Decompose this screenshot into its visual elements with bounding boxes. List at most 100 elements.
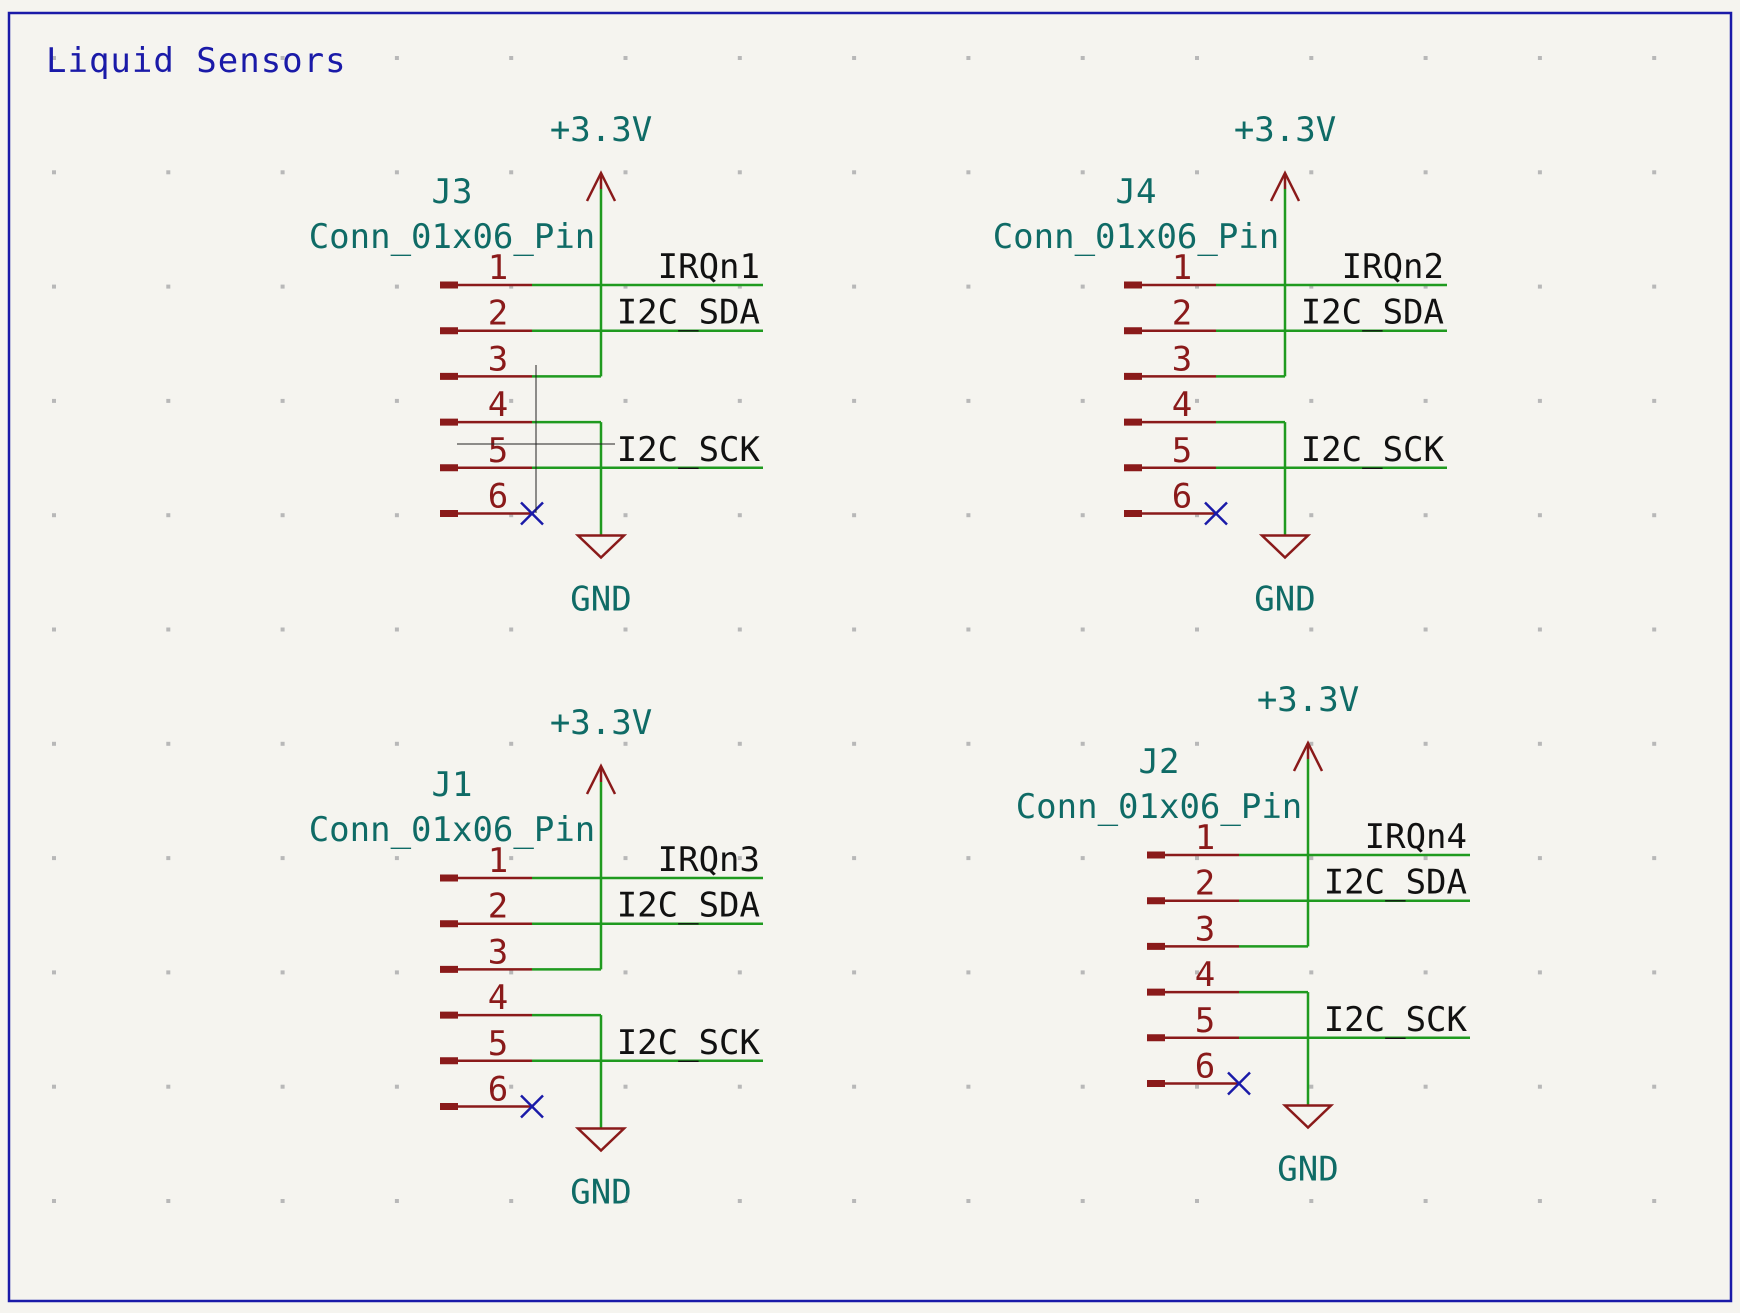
grid-dot (852, 513, 857, 518)
grid-dot (1423, 56, 1428, 60)
net-label-irq: IRQn1 (658, 247, 760, 287)
grid-dot (623, 1199, 628, 1203)
grid-dot (1080, 741, 1085, 746)
grid-dot (852, 284, 857, 289)
grid-dot (394, 398, 399, 403)
grid-dot (1080, 970, 1085, 975)
ground-label: GND (570, 580, 631, 620)
grid-dot (52, 513, 56, 518)
grid-dot (280, 398, 285, 403)
grid-dot (852, 856, 857, 861)
grid-dot (509, 1199, 514, 1203)
grid-dot (966, 1199, 971, 1203)
grid-dot (166, 970, 171, 975)
grid-dot (394, 1199, 399, 1203)
grid-dot (1309, 1084, 1314, 1089)
pin-number: 4 (1172, 385, 1192, 425)
grid-dot (280, 284, 285, 289)
grid-dot (509, 398, 514, 403)
grid-dot (737, 970, 742, 975)
grid-dot (737, 513, 742, 518)
grid-dot (509, 513, 514, 518)
grid-dot (166, 741, 171, 746)
pin-number: 3 (1195, 909, 1215, 949)
grid-dot (1652, 1084, 1657, 1089)
grid-dot (394, 1084, 399, 1089)
grid-dot (1309, 284, 1314, 289)
grid-dot (1652, 170, 1657, 175)
grid-dot (280, 56, 285, 60)
net-label-sck: I2C_SCK (617, 1023, 761, 1063)
ground-icon (574, 1127, 628, 1153)
grid-dot (1195, 856, 1199, 861)
pin-number: 4 (488, 978, 508, 1018)
grid-dot (394, 627, 399, 632)
grid-dot (1537, 1199, 1542, 1203)
grid-dot (52, 741, 56, 746)
connector-value: Conn_01x06_Pin (309, 217, 596, 257)
grid-dot (623, 856, 628, 861)
grid-dot (1080, 56, 1085, 60)
grid-dot (1652, 284, 1657, 289)
net-label-sda: I2C_SDA (1301, 293, 1444, 333)
grid-dot (509, 170, 514, 175)
grid-dot (852, 970, 857, 975)
power-label: +3.3V (550, 703, 652, 743)
grid-dot (280, 856, 285, 861)
ground-label: GND (1277, 1150, 1338, 1190)
grid-dot (52, 970, 56, 975)
connector-ref: J1 (432, 765, 473, 805)
grid-dot (1423, 970, 1428, 975)
connector-ref: J3 (432, 172, 473, 212)
grid-dot (1423, 627, 1428, 632)
pin-number: 4 (1195, 955, 1215, 995)
grid-dot (1309, 970, 1314, 975)
grid-dot (1652, 513, 1657, 518)
grid-dot (623, 627, 628, 632)
pin-number: 3 (488, 339, 508, 379)
grid-dot (623, 56, 628, 60)
grid-dot (1309, 627, 1314, 632)
connector-blocks: J3Conn_01x06_Pin123456+3.3VGNDIRQn1I2C_S… (309, 110, 1470, 1213)
grid-dot (509, 56, 514, 60)
no-connect-icon (1204, 501, 1228, 526)
grid-dot (52, 170, 56, 175)
ground-icon (1258, 534, 1312, 560)
grid-dot (1423, 1199, 1428, 1203)
grid-dot (394, 284, 399, 289)
grid-dot (966, 284, 971, 289)
grid-dot (166, 56, 171, 60)
sheet-title: Liquid Sensors (46, 41, 347, 81)
grid-dot (1537, 1084, 1542, 1089)
grid-dot (280, 1084, 285, 1089)
net-label-sda: I2C_SDA (617, 886, 760, 926)
grid-dot (737, 170, 742, 175)
grid-dot (394, 170, 399, 175)
grid-dot (966, 513, 971, 518)
pin-number: 6 (488, 477, 508, 517)
net-label-irq: IRQn4 (1365, 817, 1467, 857)
grid-dot (1423, 1084, 1428, 1089)
no-connect-icon (520, 501, 544, 526)
pin-number: 6 (1172, 477, 1192, 517)
grid-dot (623, 284, 628, 289)
pin-number: 6 (1195, 1047, 1215, 1087)
grid-dot (52, 56, 56, 60)
grid-dot (52, 398, 56, 403)
grid-dot (852, 56, 857, 60)
grid-dot (394, 741, 399, 746)
grid-dot (1423, 856, 1428, 861)
grid-dot (623, 513, 628, 518)
grid-dot (166, 284, 171, 289)
grid-dot (1080, 627, 1085, 632)
grid-dot (737, 1084, 742, 1089)
grid-dot (52, 856, 56, 861)
grid-dot (1309, 398, 1314, 403)
grid-dot (394, 970, 399, 975)
grid-dot (1080, 856, 1085, 861)
grid-dot (166, 856, 171, 861)
grid-dot (966, 856, 971, 861)
grid-dot (1195, 1199, 1199, 1203)
power-arrow-icon (585, 170, 617, 202)
grid-dot (1195, 170, 1199, 175)
